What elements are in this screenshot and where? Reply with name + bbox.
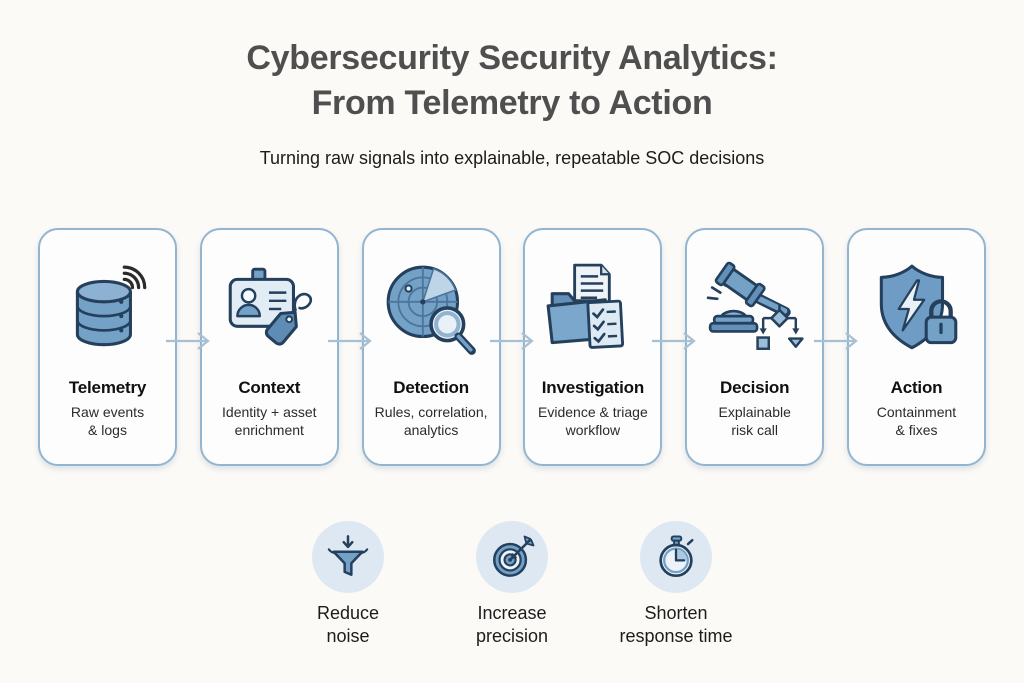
right-arrow-icon — [166, 332, 210, 350]
stage-subtitle: Explainable risk call — [718, 404, 791, 438]
folder-checklist-icon — [542, 250, 644, 370]
header: Cybersecurity Security Analytics: From T… — [0, 36, 1024, 169]
stage-title: Context — [238, 378, 301, 397]
stage-card-telemetry: Telemetry Raw events & logs — [38, 228, 177, 466]
stage-subtitle: Evidence & triage workflow — [538, 404, 648, 438]
pipeline: Telemetry Raw events & logs — [38, 228, 986, 466]
benefits-row: Reduce noise Increase precision — [0, 521, 1024, 648]
stage-card-investigation: Investigation Evidence & triage workflow — [523, 228, 663, 466]
stage-subtitle: Containment & fixes — [876, 404, 957, 438]
target-icon — [476, 521, 548, 593]
benefit-item-shorten-response-time: Shorten response time — [601, 521, 751, 648]
stopwatch-icon — [640, 521, 712, 593]
stage-title: Detection — [393, 378, 469, 397]
stage-subtitle: Raw events & logs — [70, 404, 145, 438]
stage-title: Investigation — [541, 378, 645, 397]
benefit-label: Reduce noise — [316, 603, 380, 646]
id-badge-tag-icon — [218, 250, 320, 370]
database-signal-icon — [57, 250, 159, 370]
stage-title: Decision — [720, 378, 790, 397]
stage-card-detection: Detection Rules, correlation, analytics — [361, 228, 501, 466]
gavel-flowchart-icon — [704, 250, 806, 370]
stage-subtitle: Identity + asset enrichment — [222, 404, 317, 438]
right-arrow-icon — [652, 332, 696, 350]
stage-card-decision: Decision Explainable risk call — [685, 228, 825, 466]
shield-lock-icon — [865, 250, 967, 370]
funnel-icon — [312, 521, 384, 593]
stage-card-action: Action Containment & fixes — [846, 228, 986, 466]
stage-card-context: Context Identity + asset enrichment — [199, 228, 339, 466]
benefit-item-increase-precision: Increase precision — [437, 521, 587, 648]
right-arrow-icon — [814, 332, 858, 350]
benefit-item-reduce-noise: Reduce noise — [273, 521, 423, 648]
stage-subtitle: Rules, correlation, analytics — [374, 404, 488, 438]
benefit-label: Increase precision — [475, 603, 549, 646]
radar-magnifier-icon — [380, 250, 482, 370]
right-arrow-icon — [490, 332, 534, 350]
page-title: Cybersecurity Security Analytics: From T… — [246, 39, 778, 122]
stage-title: Action — [890, 378, 943, 397]
page-subtitle: Turning raw signals into explainable, re… — [259, 148, 765, 168]
benefit-label: Shorten response time — [619, 603, 733, 646]
stage-title: Telemetry — [68, 378, 147, 397]
right-arrow-icon — [328, 332, 372, 350]
